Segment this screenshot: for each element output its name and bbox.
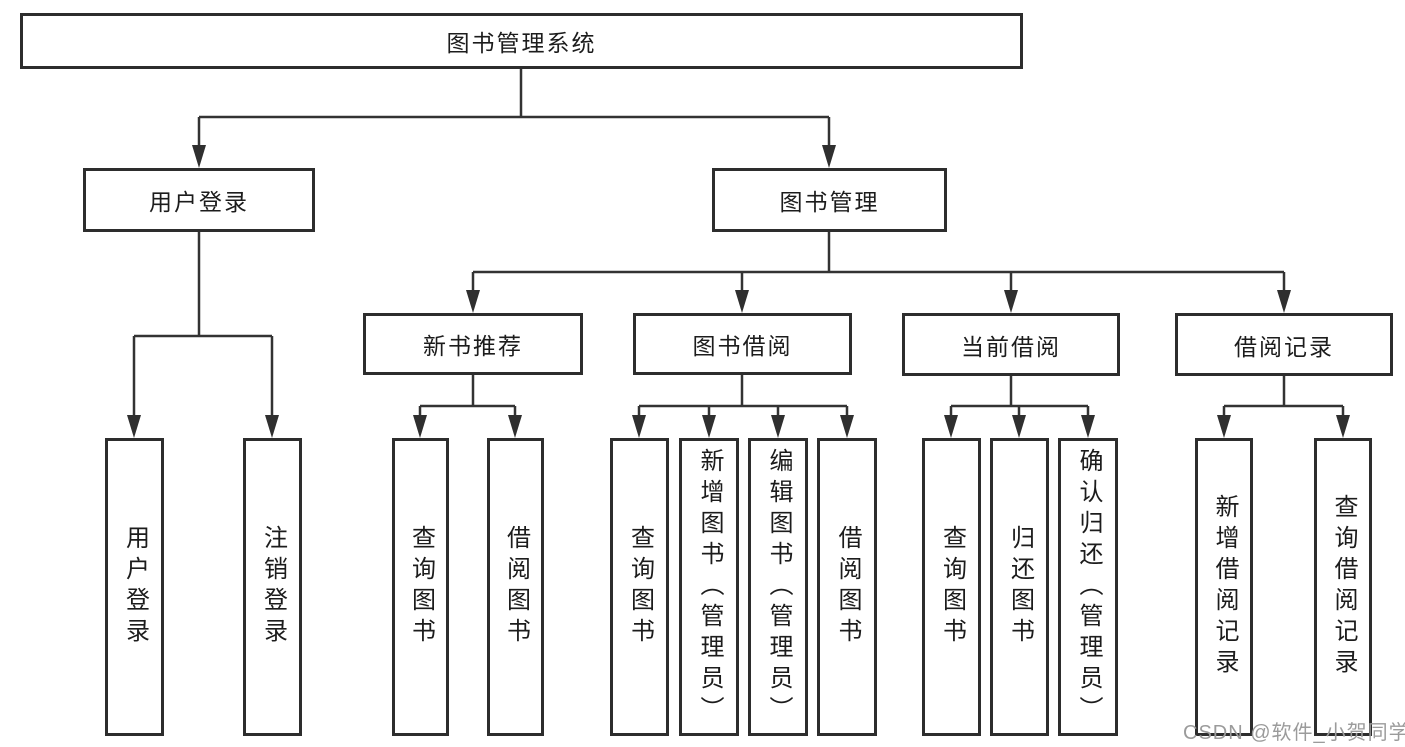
connector-book-borrow-to-leaves bbox=[637, 374, 849, 416]
leaf-borrow-books-borrow-label: 借阅图书 bbox=[834, 525, 861, 649]
node-book-borrow-label: 图书借阅 bbox=[692, 333, 793, 359]
node-borrow-records-label: 借阅记录 bbox=[1234, 333, 1334, 360]
leaf-logout-login: 注销登录 bbox=[243, 438, 302, 736]
connector-current-borrow-to-leaves bbox=[949, 376, 1090, 416]
node-user-login-label: 用户登录 bbox=[149, 189, 249, 215]
leaf-borrow-books-recommend-label: 借阅图书 bbox=[502, 525, 530, 649]
leaf-query-books-borrow-label: 查询图书 bbox=[626, 525, 654, 649]
node-root-label: 图书管理系统 bbox=[446, 30, 597, 56]
leaf-confirm-return-admin: 确认归还（管理员） bbox=[1058, 438, 1118, 736]
node-book-mgmt-label: 图书管理 bbox=[779, 189, 880, 215]
leaf-add-books-admin-label: 新增图书（管理员） bbox=[696, 447, 723, 727]
leaf-query-books-current: 查询图书 bbox=[922, 438, 981, 736]
leaf-query-borrow-record-label: 查询借阅记录 bbox=[1330, 494, 1357, 680]
leaf-edit-books-admin: 编辑图书（管理员） bbox=[748, 438, 808, 736]
leaf-add-borrow-record: 新增借阅记录 bbox=[1195, 438, 1253, 736]
csdn-watermark: CSDN @软件_小贺同学 bbox=[1183, 722, 1405, 744]
leaf-add-books-admin: 新增图书（管理员） bbox=[679, 438, 739, 736]
leaf-borrow-books-recommend: 借阅图书 bbox=[487, 438, 544, 736]
leaf-logout-login-label: 注销登录 bbox=[259, 525, 287, 649]
node-current-borrow: 当前借阅 bbox=[902, 313, 1120, 376]
leaf-query-books-recommend: 查询图书 bbox=[392, 438, 449, 736]
connector-new-books-to-leaves bbox=[418, 375, 517, 416]
node-borrow-records: 借阅记录 bbox=[1175, 313, 1393, 376]
leaf-query-books-current-label: 查询图书 bbox=[938, 525, 966, 649]
leaf-borrow-books-borrow: 借阅图书 bbox=[817, 438, 877, 736]
node-new-books-label: 新书推荐 bbox=[423, 333, 523, 359]
leaf-edit-books-admin-label: 编辑图书（管理员） bbox=[765, 447, 792, 727]
node-book-mgmt: 图书管理 bbox=[712, 168, 947, 232]
node-new-books: 新书推荐 bbox=[363, 313, 583, 375]
connector-borrow-records-to-leaves bbox=[1222, 376, 1345, 416]
leaf-query-borrow-record: 查询借阅记录 bbox=[1314, 438, 1372, 736]
leaf-user-login-label: 用户登录 bbox=[121, 525, 149, 649]
leaf-return-books-label: 归还图书 bbox=[1006, 525, 1034, 649]
node-book-borrow: 图书借阅 bbox=[633, 313, 852, 375]
leaf-add-borrow-record-label: 新增借阅记录 bbox=[1211, 494, 1238, 680]
leaf-return-books: 归还图书 bbox=[990, 438, 1049, 736]
connector-root-to-level2 bbox=[197, 69, 831, 146]
connector-user-login-to-leaves bbox=[132, 232, 274, 416]
leaf-query-books-borrow: 查询图书 bbox=[610, 438, 669, 736]
leaf-user-login: 用户登录 bbox=[105, 438, 164, 736]
leaf-confirm-return-admin-label: 确认归还（管理员） bbox=[1075, 447, 1102, 727]
connector-book-mgmt-to-level3 bbox=[471, 232, 1286, 291]
node-root: 图书管理系统 bbox=[20, 13, 1023, 69]
leaf-query-books-recommend-label: 查询图书 bbox=[407, 525, 435, 649]
node-user-login: 用户登录 bbox=[83, 168, 315, 232]
node-current-borrow-label: 当前借阅 bbox=[961, 333, 1061, 360]
